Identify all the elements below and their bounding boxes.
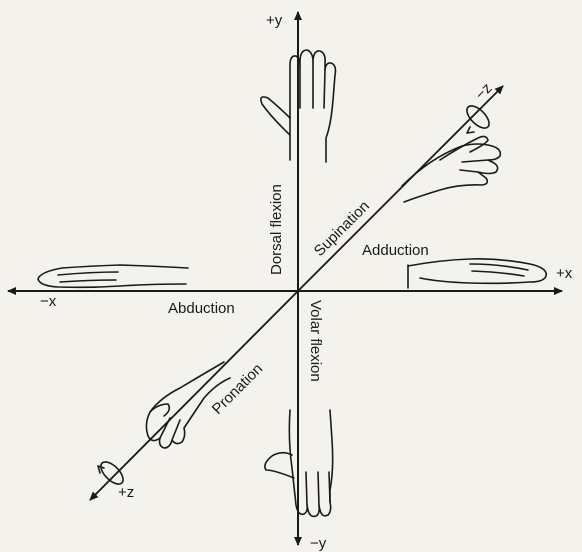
axis-label-pos-z: +z	[118, 484, 134, 501]
hand-adduction-icon	[408, 259, 546, 288]
label-volar-flexion: Volar flexion	[307, 300, 324, 382]
label-pronation: Pronation	[209, 360, 266, 417]
axis-label-pos-y: +y	[266, 12, 283, 29]
axis-label-neg-z: −z	[472, 80, 496, 104]
rotation-arrow-neg-z-icon	[463, 102, 493, 133]
axis-label-neg-y: −y	[310, 535, 327, 552]
label-dorsal-flexion: Dorsal flexion	[268, 184, 285, 275]
axis-label-neg-x: −x	[40, 293, 57, 310]
z-axis	[298, 86, 503, 291]
label-abduction: Abduction	[168, 300, 235, 317]
label-adduction: Adduction	[362, 242, 429, 259]
z-axis-pos-arrow	[90, 291, 298, 500]
axis-label-pos-x: +x	[556, 265, 573, 282]
hand-abduction-icon	[38, 265, 188, 287]
hand-supination-icon	[402, 136, 500, 202]
